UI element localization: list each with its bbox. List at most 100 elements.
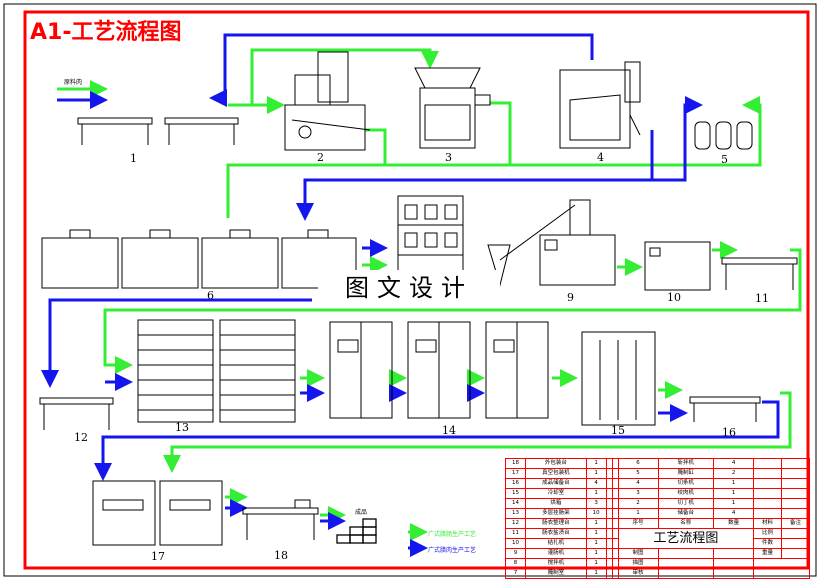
bom-cell: 9 [505,548,526,559]
bom-cell: 1 [585,558,607,569]
bom-cell: 1 [585,468,607,479]
station-11: 11 [755,292,769,305]
bom-cell [753,478,782,489]
bom-cell: 1 [617,508,659,519]
bom-cell: 1 [713,488,755,499]
bom-cell: 材料 [753,518,782,529]
bom-cell: 名称 [657,518,715,529]
bom-cell: 11 [505,528,526,539]
station-16: 16 [722,426,736,439]
bom-cell [657,548,715,559]
bom-cell: 腌制室 [524,568,587,579]
bom-cell [781,538,810,549]
bom-cell: 3 [585,498,607,509]
cooling-room-15 [581,331,656,426]
vacuum-packers-17 [92,480,223,546]
bom-cell: 10 [585,508,607,519]
bom-cell: 切丁机 [657,498,715,509]
casing-table-11 [721,257,798,290]
bom-cell [753,558,810,579]
bom-cell: 烘箱 [524,498,587,509]
bom-cell [781,508,810,519]
bom-cell [753,488,782,499]
blue-flow-lines [41,33,780,557]
station-6: 6 [207,289,214,302]
bom-cell: 10 [505,538,526,549]
bom-cell: 4 [585,478,607,489]
bom-cell [781,478,810,489]
bom-cell: 1 [585,528,607,539]
bom-cell [753,508,782,519]
curing-vats-5 [694,121,753,150]
bom-cell: 真空包装机 [524,468,587,479]
ovens-14 [329,321,549,419]
bom-cell: 12 [505,518,526,529]
bom-cell [657,558,715,569]
bom-cell [657,568,715,579]
drawing-title-cell: 工艺流程图 [617,528,755,549]
bom-cell [713,558,755,569]
bom-cell: 18 [505,458,526,469]
bom-cell [781,468,810,479]
bom-cell: 16 [505,478,526,489]
storage-table-16 [689,396,761,422]
bom-cell: 斩拌机 [657,458,715,469]
casing-table-12 [39,397,114,430]
station-14: 14 [442,424,456,437]
bom-cell: 1 [585,568,607,579]
bom-cell: 3 [617,488,659,499]
bom-cell: 15 [505,488,526,499]
product-label: 成品 [355,508,367,516]
bom-cell: 外包装台 [524,458,587,469]
drawing-title: A1-工艺流程图 [30,20,182,45]
watermark: 图文设计 [318,270,500,306]
storage-tables-1 [77,117,239,145]
bom-cell: 1 [585,488,607,499]
bom-cell: 切条机 [657,478,715,489]
station-10: 10 [667,291,681,304]
bom-cell: 4 [713,508,755,519]
bom-cell: 14 [505,498,526,509]
packing-table-18 [242,499,319,540]
station-15: 15 [611,424,625,437]
bom-cell: 1 [585,548,607,559]
bom-cell: 件数 [753,538,782,549]
filler-9 [487,199,616,287]
tying-machine-10 [644,241,711,291]
station-13: 13 [175,421,189,434]
station-3: 3 [445,151,452,164]
bom-cell: 腌制缸 [657,468,715,479]
choppers-6 [41,229,357,289]
bom-cell [781,498,810,509]
bom-cell: 描图 [617,558,659,569]
strip-cutter-4 [559,61,641,149]
bom-cell [781,548,810,559]
bom-cell: 比例 [753,528,782,539]
red-border [23,10,810,570]
station-5: 5 [721,153,728,166]
bom-cell: 冷却室 [524,488,587,499]
bom-cell: 7 [505,568,526,579]
bom-cell: 1 [713,498,755,509]
bom-cell: 肠衣盐渍台 [524,528,587,539]
station-numbers: 1 2 3 4 5 6 9 10 11 12 13 14 15 16 17 18 [74,151,769,563]
bom-cell [611,538,619,549]
bom-cell: 多层挂肠架 [524,508,587,519]
bom-cell: 1 [713,478,755,489]
bom-cell: 2 [617,498,659,509]
bom-cell: 13 [505,508,526,519]
bom-cell: 数量 [713,518,755,529]
legend-green: 广式腊肠生产工艺 [428,531,477,538]
bom-cell: 4 [617,478,659,489]
